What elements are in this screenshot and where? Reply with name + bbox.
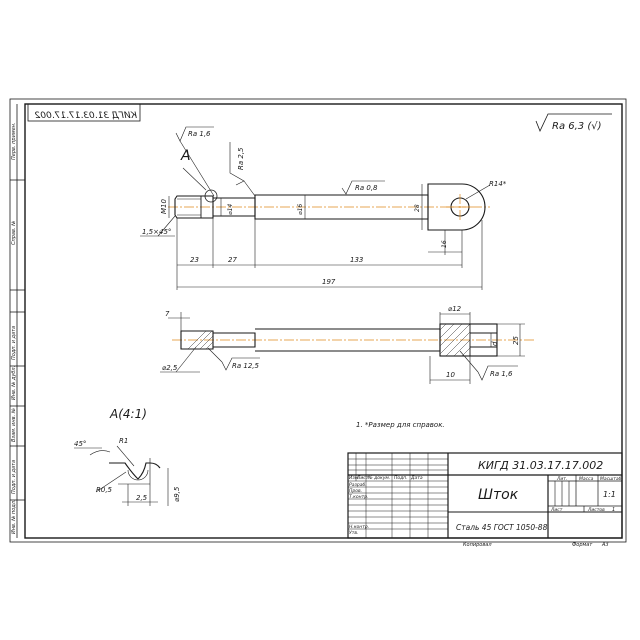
section-view: 7 ⌀2,5 Ra 12,5 ⌀12 d 25 10 Ra 1,6	[160, 305, 535, 384]
h28-label: 28	[414, 204, 421, 212]
d16b-label: 16	[441, 240, 448, 248]
tb-scale: 1:1	[603, 490, 616, 499]
ra16-main: Ra 1,6	[188, 130, 211, 138]
tb-doc: № докум.	[367, 475, 390, 481]
tb-tkontr: Т.контр.	[349, 494, 369, 500]
title-block: Изм. Лист № докум. Подп. Дата Разраб. Пр…	[347, 452, 623, 539]
side-label-7: Инв. № подл.	[11, 500, 17, 535]
view-a-circle	[204, 189, 218, 203]
tb-razrab: Разраб.	[349, 482, 367, 488]
side-label-6: Подп. и дата	[11, 460, 17, 494]
side-label-5: Взам. инв. №	[11, 408, 17, 442]
d-label: d	[491, 341, 499, 346]
note-1: 1. *Размер для справок.	[356, 421, 445, 429]
d95-label: ⌀9,5	[173, 486, 181, 502]
ra25-main: Ra 2,5	[237, 147, 245, 170]
view-a-label: A	[180, 148, 191, 164]
fork-head	[427, 183, 486, 231]
l25-label: 2,5	[136, 494, 148, 502]
detail-view: A(4:1) 45° R1 R0,5 2,5 ⌀9,5	[74, 407, 181, 506]
r1-label: R1	[119, 437, 128, 445]
l197-label: 197	[322, 278, 336, 286]
side-label-2: Справ. №	[11, 221, 17, 245]
tb-sheet: Лист	[550, 507, 563, 513]
side-label-3: Подп. и дата	[11, 326, 17, 360]
tb-date: Дата	[410, 475, 423, 481]
section-threaded-end	[180, 330, 214, 350]
detail-profile	[109, 462, 150, 480]
d14-label: ⌀14	[227, 204, 234, 215]
a45-label: 45°	[74, 440, 86, 448]
format-value: A3	[601, 542, 609, 548]
left-strip: Перв. примен. Справ. № Подп. и дата Инв.…	[10, 104, 25, 538]
roughness-general-text: Ra 6,3 (√)	[552, 121, 602, 132]
d25-label: ⌀2,5	[162, 364, 178, 372]
d16-label: ⌀16	[297, 204, 304, 215]
h25-label: 25	[512, 336, 520, 345]
copied-label: Копировал	[463, 542, 492, 548]
tb-list: Лист	[356, 475, 369, 481]
side-label-4: Инв. № дубл.	[11, 366, 17, 400]
l10-label: 10	[446, 371, 455, 379]
l133-label: 133	[350, 256, 363, 264]
main-view: A Ra 1,6 Ra 2,5 Ra 0,8 R14* M10 ⌀14 ⌀16 …	[140, 126, 507, 290]
tb-sheets: Листов	[587, 507, 605, 513]
ra08-main: Ra 0,8	[355, 184, 378, 192]
tb-material: Сталь 45 ГОСТ 1050-88	[456, 523, 548, 532]
l27-label: 27	[228, 256, 237, 264]
tb-name: Шток	[478, 487, 519, 503]
format-label: Формат	[572, 542, 593, 548]
tb-code: КИГД 31.03.17.17.002	[478, 459, 603, 472]
code-mirrored: КИГД 31.03.17.17.002	[34, 111, 137, 121]
tb-utv: Утв.	[349, 530, 358, 536]
inner-frame	[24, 103, 623, 539]
tb-sheets-count: 1	[612, 507, 615, 513]
detail-label: A(4:1)	[109, 407, 147, 421]
chamfer-label: 1,5×45°	[142, 228, 171, 236]
general-roughness: Ra 6,3 (√)	[535, 113, 612, 133]
l7-label: 7	[165, 310, 170, 318]
code-box-mirrored	[27, 103, 141, 122]
ra125-label: Ra 12,5	[232, 362, 260, 370]
r05-label: R0,5	[96, 486, 113, 494]
tb-col-scale: Масштаб	[600, 476, 622, 482]
ra16-section: Ra 1,6	[490, 370, 513, 378]
d12-label: ⌀12	[448, 305, 462, 313]
side-label-1: Перв. примен.	[11, 122, 17, 160]
r14-label: R14*	[489, 180, 507, 188]
section-fork	[439, 323, 498, 357]
tb-col-lit: Лит.	[556, 476, 567, 482]
l23-label: 23	[190, 256, 199, 264]
tb-col-mass: Масса	[579, 476, 594, 482]
tb-sign: Подп.	[394, 475, 408, 481]
m10-label: M10	[160, 199, 168, 214]
tb-nkontr: Н.контр.	[349, 524, 369, 530]
tb-prov: Пров.	[349, 488, 362, 494]
outer-frame	[9, 98, 627, 543]
tb-izm: Изм.	[349, 475, 360, 481]
